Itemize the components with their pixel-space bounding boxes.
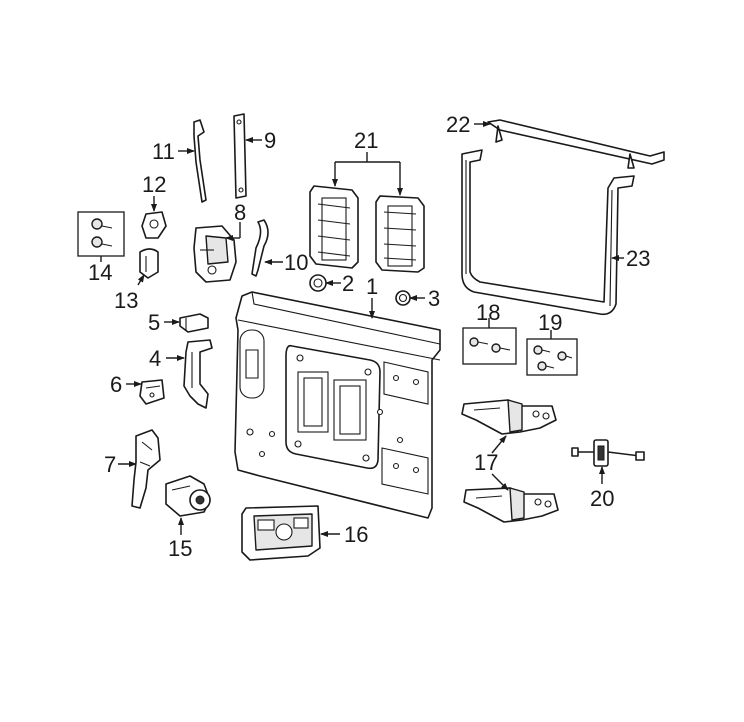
part-5-clip xyxy=(179,313,209,333)
part-9-strip xyxy=(233,113,247,199)
part-19-bolts-box xyxy=(526,338,578,376)
part-2-grommet xyxy=(309,274,327,292)
callout-20: 20 xyxy=(590,486,614,511)
callout-22: 22 xyxy=(446,112,470,137)
callout-6: 6 xyxy=(110,372,122,397)
part-15-lock-cylinder xyxy=(165,475,211,517)
callout-15: 15 xyxy=(168,536,192,561)
callout-2: 2 xyxy=(342,271,354,296)
callout-5: 5 xyxy=(148,310,160,335)
callout-12: 12 xyxy=(142,172,166,197)
part-22-bar xyxy=(487,119,665,169)
part-11-rod xyxy=(193,119,207,203)
callout-3: 3 xyxy=(428,286,440,311)
callout-7: 7 xyxy=(104,452,116,477)
callout-17: 17 xyxy=(474,450,498,475)
part-16-handle-bezel xyxy=(241,505,321,561)
callout-19: 19 xyxy=(538,310,562,335)
part-8-latch-actuator xyxy=(193,225,237,283)
part-13-clip xyxy=(139,248,159,279)
part-1-tailgate-panel xyxy=(234,291,441,519)
part-18-bolts-box xyxy=(462,327,517,365)
callout-21: 21 xyxy=(354,128,378,153)
part-17-hinge-lower xyxy=(463,487,559,523)
callout-23: 23 xyxy=(626,246,650,271)
part-10-rod xyxy=(251,219,269,277)
callout-1: 1 xyxy=(366,274,378,299)
callout-16: 16 xyxy=(344,522,368,547)
leader-lines xyxy=(100,121,624,537)
part-12-nut xyxy=(141,211,167,239)
part-21-vent-left xyxy=(309,185,359,269)
callout-18: 18 xyxy=(476,300,500,325)
part-3-grommet xyxy=(395,290,411,306)
callout-13: 13 xyxy=(114,288,138,313)
part-4-bracket xyxy=(183,339,213,409)
callout-4: 4 xyxy=(149,346,161,371)
part-20-switch xyxy=(571,439,645,467)
callout-labels: 1 2 3 4 5 6 7 8 9 10 11 12 13 14 15 16 1… xyxy=(88,112,650,561)
part-17-hinge-upper xyxy=(461,399,557,435)
callout-11: 11 xyxy=(152,139,175,164)
part-6-clip xyxy=(139,379,165,405)
part-23-seal xyxy=(461,149,635,316)
callout-10: 10 xyxy=(284,250,308,275)
part-14-screws-box xyxy=(77,211,125,257)
callout-14: 14 xyxy=(88,260,112,285)
callout-8: 8 xyxy=(234,200,246,225)
callout-9: 9 xyxy=(264,128,276,153)
part-21-vent-right xyxy=(375,195,425,273)
part-7-latch xyxy=(131,429,161,509)
